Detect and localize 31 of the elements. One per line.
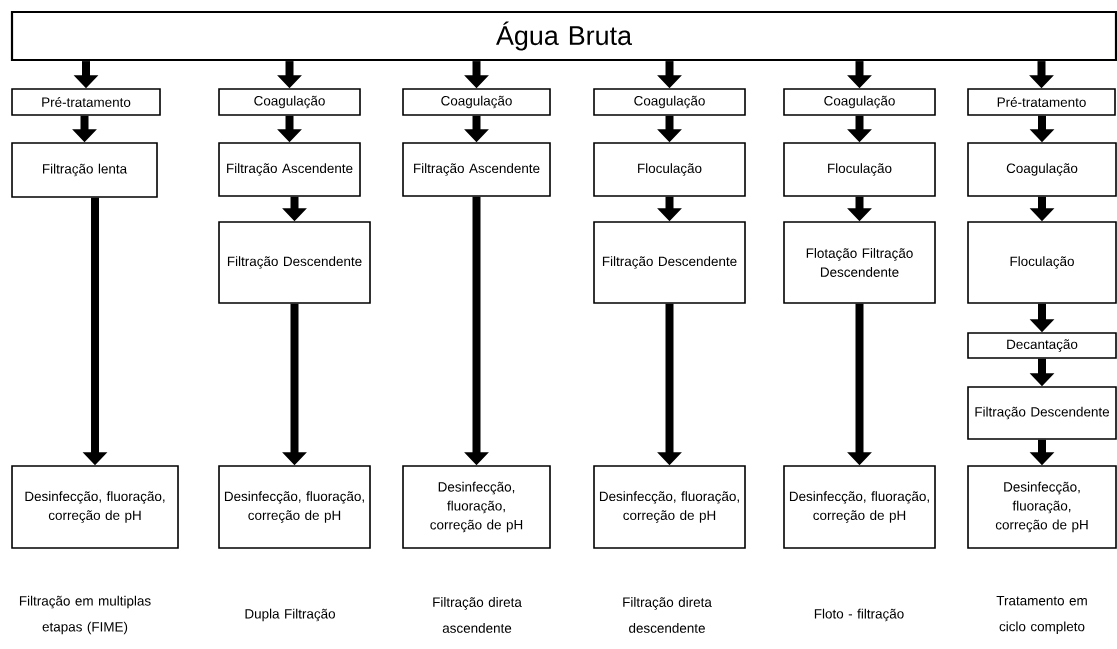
process-box: Desinfecção, fluoração, correção de pH	[967, 465, 1117, 549]
caption-text: Dupla Filtração	[245, 608, 336, 622]
process-box: Coagulação	[218, 88, 361, 116]
process-box: Desinfecção, fluoração, correção de pH	[402, 465, 551, 549]
process-box: Desinfecção, fluoração, correção de pH	[593, 465, 746, 549]
caption-text: Filtração em multiplas etapas (FIME)	[19, 595, 151, 635]
process-box: Flotação Filtração Descendente	[783, 221, 936, 304]
process-box: Desinfecção, fluoração, correção de pH	[783, 465, 936, 549]
process-box: Desinfecção, fluoração, correção de pH	[218, 465, 371, 549]
process-box: Filtração Ascendente	[218, 142, 361, 197]
process-box: Filtração Descendente	[593, 221, 746, 304]
process-box: Filtração lenta	[11, 142, 158, 198]
process-box: Filtração Descendente	[967, 386, 1117, 440]
title-box: Água Bruta	[10, 10, 1117, 62]
process-box: Coagulação	[402, 88, 551, 116]
process-box: Filtração Ascendente	[402, 142, 551, 197]
process-box: Floculação	[967, 221, 1117, 304]
process-box: Coagulação	[783, 88, 936, 116]
process-box: Coagulação	[967, 142, 1117, 197]
process-box: Coagulação	[593, 88, 746, 116]
caption-text: Tratamento em ciclo completo	[996, 596, 1087, 634]
caption-text: Filtração direta descendente	[623, 597, 712, 633]
process-box: Filtração Descendente	[218, 221, 371, 304]
process-box: Pré-tratamento	[11, 88, 161, 116]
process-box: Decantação	[967, 332, 1117, 359]
process-box: Floculação	[783, 142, 936, 197]
caption-text: Filtração direta ascendente	[433, 597, 522, 633]
caption-text: Floto - filtração	[814, 608, 904, 622]
process-box: Desinfecção, fluoração, correção de pH	[11, 465, 179, 549]
process-box: Pré-tratamento	[967, 88, 1116, 116]
process-box: Floculação	[593, 142, 746, 197]
